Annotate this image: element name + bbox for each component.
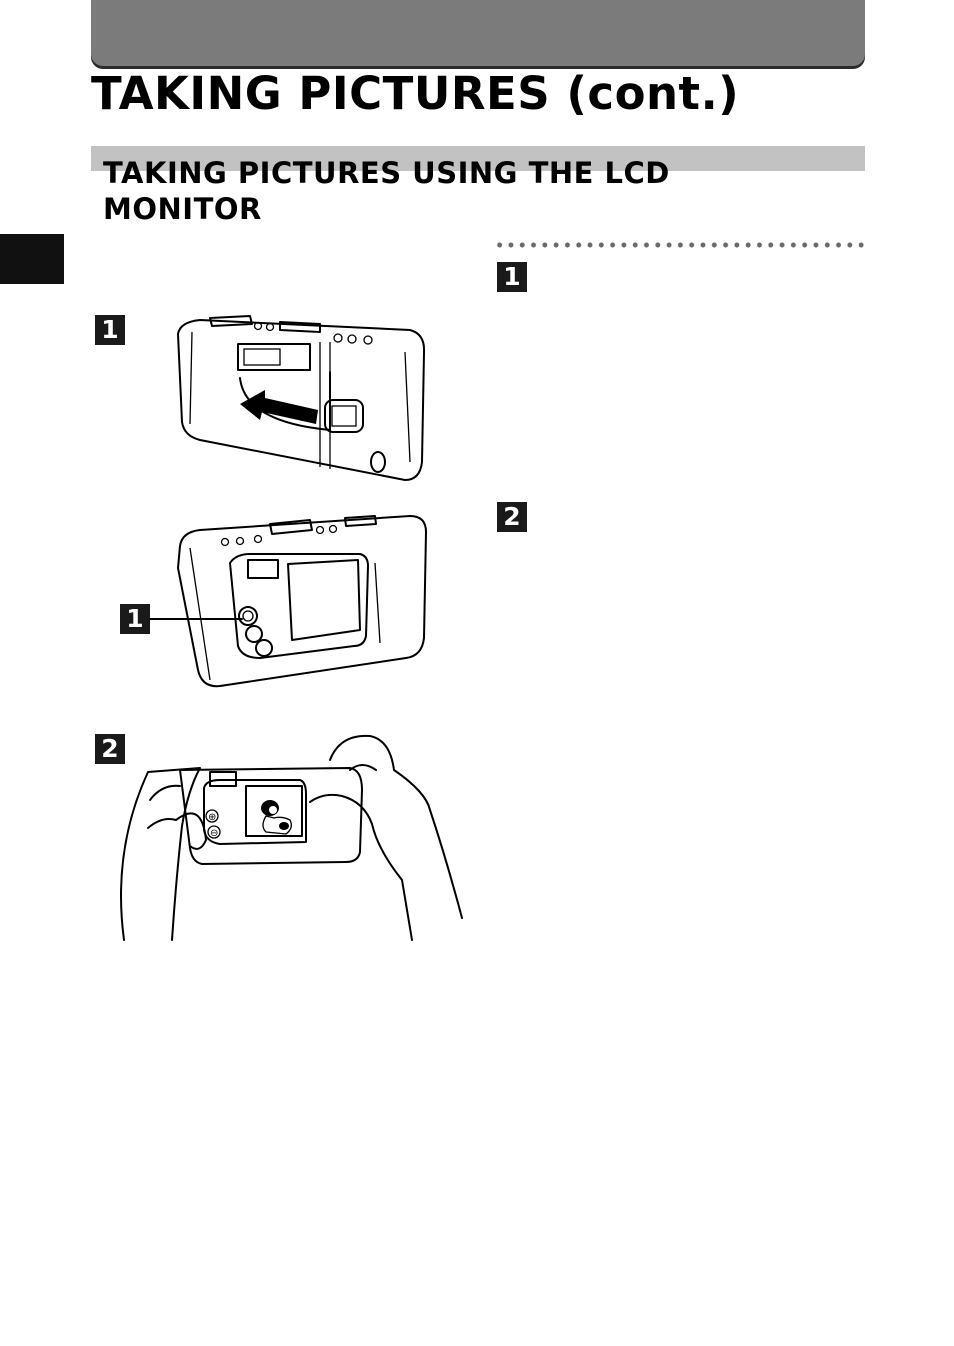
camera-back-illustration — [177, 515, 427, 688]
dotted-divider — [494, 242, 866, 248]
callout-marker-1: 1 — [120, 604, 150, 634]
dog-icon — [261, 800, 292, 835]
hands-holding-camera-illustration: ⊕ ⊖ — [120, 734, 463, 941]
figure-step-marker-2: 2 — [95, 734, 125, 764]
chapter-tab — [0, 234, 64, 284]
figure-step-marker-1: 1 — [95, 315, 125, 345]
step-marker-2: 2 — [497, 502, 527, 532]
section-band — [91, 146, 865, 171]
page-title: TAKING PICTURES (cont.) — [91, 67, 740, 120]
plus-button-label: ⊕ — [208, 812, 216, 823]
step-marker-1: 1 — [497, 262, 527, 292]
camera-front-illustration — [177, 315, 426, 481]
minus-button-label: ⊖ — [210, 828, 218, 839]
header-bar — [91, 0, 865, 66]
section-title: TAKING PICTURES USING THE LCD MONITOR — [103, 156, 670, 226]
callout-leader-line — [149, 618, 243, 620]
